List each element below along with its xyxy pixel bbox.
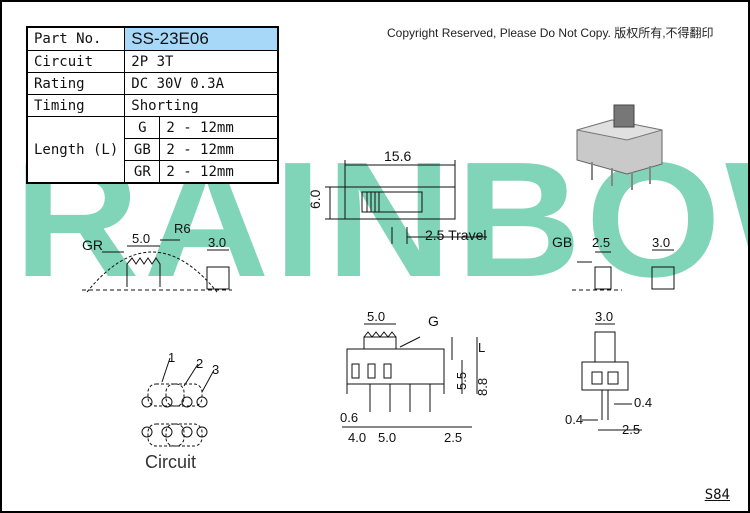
length-value-gb: 2 - 12mm bbox=[159, 138, 279, 161]
part-no-value: SS-23E06 bbox=[124, 26, 279, 51]
dim-pitch-a: 4.0 bbox=[348, 430, 366, 445]
circuit-diagram bbox=[141, 357, 215, 447]
gr-actuator-drawing bbox=[82, 239, 232, 293]
dim-g-width: 5.0 bbox=[367, 309, 385, 324]
dim-gr-width: 5.0 bbox=[132, 231, 150, 246]
dim-side-pin-right: 0.4 bbox=[634, 395, 652, 410]
dim-top-width: 15.6 bbox=[384, 148, 411, 164]
g-label: G bbox=[428, 313, 439, 329]
dim-h2: 8.8 bbox=[475, 378, 490, 396]
length-value-g: 2 - 12mm bbox=[159, 116, 279, 139]
copyright-notice: Copyright Reserved, Please Do Not Copy. … bbox=[387, 26, 714, 40]
dim-gb-width: 2.5 bbox=[592, 235, 610, 250]
timing-value: Shorting bbox=[124, 94, 279, 117]
dim-pin-width: 0.6 bbox=[340, 410, 358, 425]
rating-value: DC 30V 0.3A bbox=[124, 72, 279, 95]
page-reference: S84 bbox=[704, 487, 730, 503]
rating-label: Rating bbox=[26, 72, 126, 95]
dim-l-label: L bbox=[478, 340, 485, 355]
dim-gr-radius: R6 bbox=[174, 221, 191, 236]
length-value-gr: 2 - 12mm bbox=[159, 160, 279, 184]
gr-label: GR bbox=[82, 237, 103, 253]
side-view-drawing bbox=[581, 323, 642, 431]
dim-gb-side: 3.0 bbox=[652, 235, 670, 250]
gb-actuator-drawing bbox=[572, 249, 675, 291]
front-view-drawing bbox=[342, 323, 478, 428]
dim-gr-side: 3.0 bbox=[208, 235, 226, 250]
length-label: Length (L) bbox=[26, 116, 126, 184]
circuit-pin-3: 3 bbox=[212, 362, 219, 377]
dim-pitch-c: 2.5 bbox=[444, 430, 462, 445]
gb-label: GB bbox=[552, 234, 572, 250]
dim-side-pitch: 2.5 bbox=[622, 422, 640, 437]
length-type-gb: GB bbox=[124, 138, 161, 161]
circuit-pin-1: 1 bbox=[168, 350, 175, 365]
dim-top-height: 6.0 bbox=[307, 189, 323, 209]
timing-label: Timing bbox=[26, 94, 126, 117]
length-type-gr: GR bbox=[124, 160, 161, 184]
top-view-drawing bbox=[325, 160, 487, 244]
circuit-pin-2: 2 bbox=[196, 356, 203, 371]
dim-side-top: 3.0 bbox=[595, 309, 613, 324]
dim-h1: 5.5 bbox=[454, 372, 469, 390]
spec-table: Part No. SS-23E06 Circuit 2P 3T Rating D… bbox=[26, 26, 280, 184]
dim-side-pin-left: 0.4 bbox=[565, 412, 583, 427]
dim-travel: 2.5 Travel bbox=[425, 227, 486, 243]
length-type-g: G bbox=[124, 116, 161, 139]
circuit-value: 2P 3T bbox=[124, 50, 279, 73]
circuit-caption: Circuit bbox=[145, 452, 197, 472]
circuit-label: Circuit bbox=[26, 50, 126, 73]
product-photo bbox=[576, 104, 663, 190]
part-no-label: Part No. bbox=[26, 26, 126, 51]
dim-pitch-b: 5.0 bbox=[378, 430, 396, 445]
